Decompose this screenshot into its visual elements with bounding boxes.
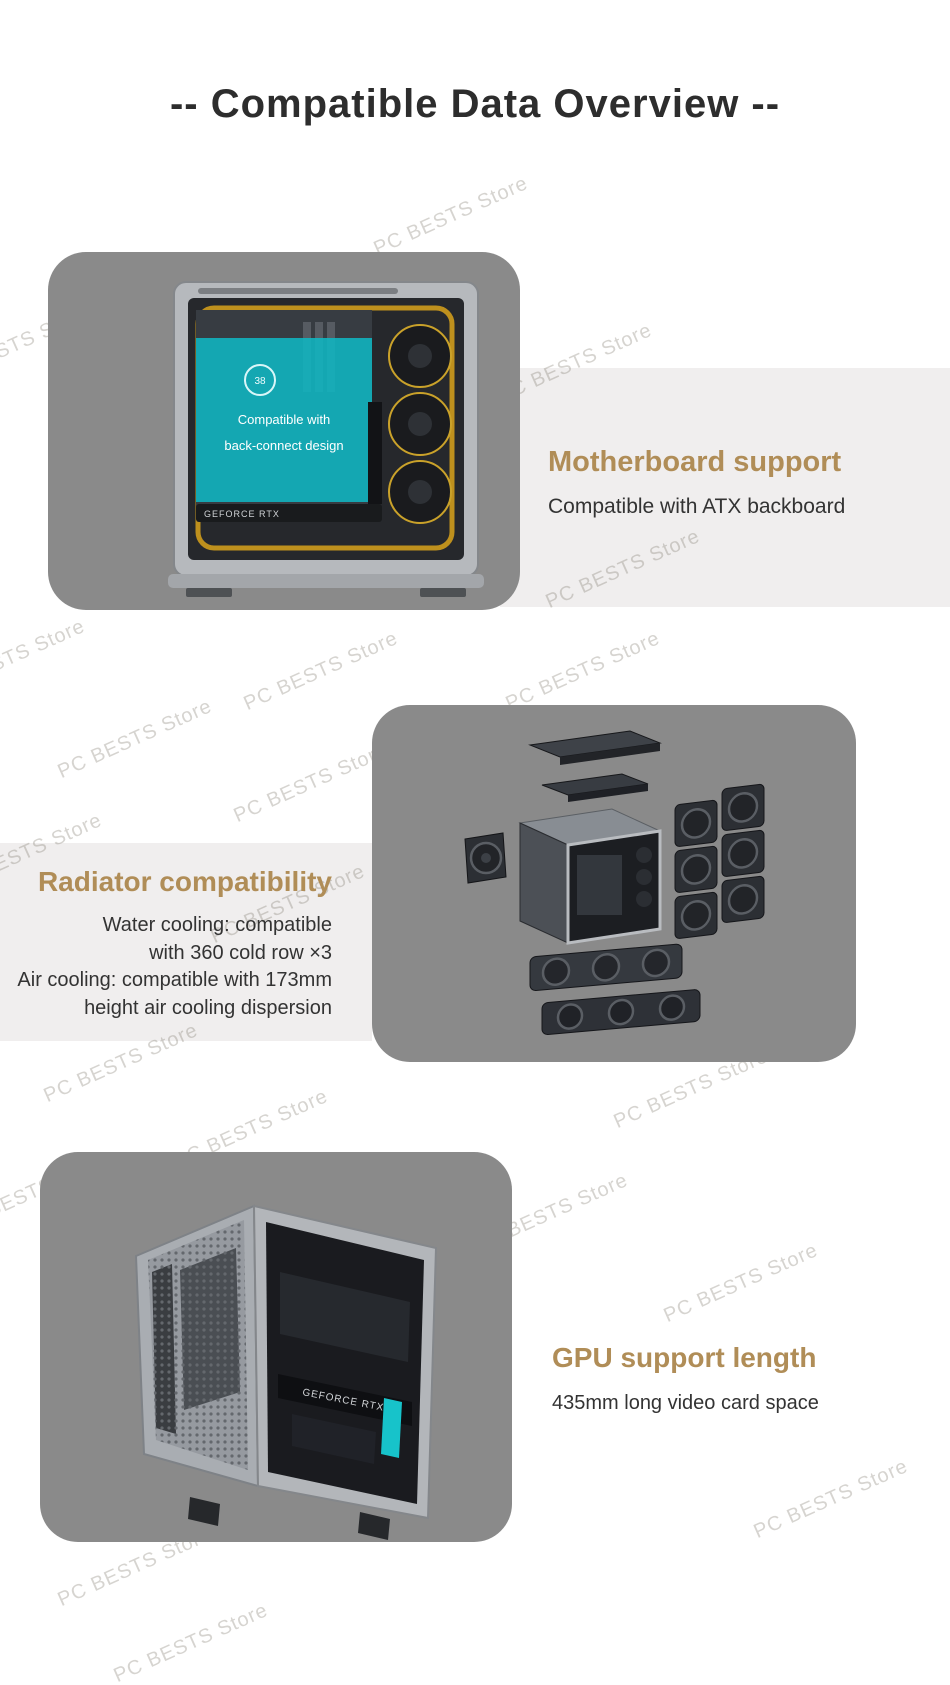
- bottom-radiator-near: [529, 943, 683, 991]
- radiator-body: Water cooling: compatible with 360 cold …: [0, 912, 332, 1022]
- watermark-text: PC BESTS Store: [110, 1599, 272, 1685]
- highlight-band-motherboard: [500, 368, 950, 607]
- overlay-caption-line2: back-connect design: [224, 438, 343, 453]
- gpu-heading: GPU support length: [552, 1342, 817, 1373]
- case-feet: [188, 1497, 390, 1540]
- gpu-copy: GPU support length 435mm long video card…: [552, 1342, 819, 1415]
- temp-gauge-value: 38: [254, 376, 266, 387]
- case-angled-illustration: GEFORCE RTX: [134, 1204, 438, 1540]
- top-radiators: [528, 730, 662, 802]
- watermark-text: PC BESTS Store: [660, 1239, 822, 1327]
- watermark-text: PC BESTS Store: [240, 627, 402, 715]
- case-feet: [186, 588, 466, 597]
- bottom-radiator-far: [541, 989, 701, 1035]
- overlay-caption-line1: Compatible with: [238, 412, 331, 427]
- side-fan: [464, 832, 507, 884]
- motherboard-image-panel: 38 Compatible with back-connect design G…: [48, 252, 520, 610]
- radiator-copy: Radiator compatibility Water cooling: co…: [0, 866, 340, 1022]
- case-body: [518, 808, 662, 945]
- page-title: -- Compatible Data Overview --: [169, 82, 781, 126]
- highlight-band-radiator: [0, 843, 372, 1041]
- motherboard-copy: Motherboard support Compatible with ATX …: [548, 446, 845, 519]
- case-base: [168, 574, 484, 588]
- temp-gauge-ring: [244, 364, 276, 396]
- radiator-line-1: Water cooling: compatible: [102, 914, 332, 936]
- watermark-text: PC BESTS Store: [750, 1455, 912, 1543]
- cable-cover: [368, 402, 382, 504]
- case-glass-front: GEFORCE RTX: [252, 1204, 438, 1520]
- exploded-view-illustration: [464, 730, 765, 1035]
- radiator-line-2: with 360 cold row ×3: [149, 941, 332, 964]
- teal-gpu-bracket: [381, 1398, 402, 1458]
- case-front-illustration: 38 Compatible with back-connect design G…: [168, 281, 484, 597]
- radiator-heading: Radiator compatibility: [37, 866, 332, 897]
- radiator-line-4: height air cooling dispersion: [84, 996, 332, 1019]
- watermark-text: PC BESTS Store: [230, 739, 392, 827]
- teal-overlay: [196, 338, 372, 502]
- watermark-text: PC BESTS Store: [502, 627, 664, 715]
- case-side-panel: [134, 1204, 260, 1488]
- gpu-card: [196, 504, 382, 522]
- gpu-label: GEFORCE RTX: [204, 509, 280, 519]
- motherboard-heading: Motherboard support: [548, 446, 842, 478]
- right-fan-column-near: [674, 799, 718, 939]
- gpu-image-panel: GEFORCE RTX: [40, 1152, 512, 1542]
- watermark-text: PC BESTS Store: [0, 615, 89, 703]
- radiator-image-panel: [372, 705, 856, 1062]
- watermark-text: PC BESTS Store: [370, 172, 532, 260]
- watermark-text: PC BESTS Store: [54, 695, 216, 783]
- right-fan-column-far: [721, 783, 765, 923]
- radiator-line-3: Air cooling: compatible with 173mm: [17, 969, 332, 991]
- motherboard-body: Compatible with ATX backboard: [548, 495, 846, 518]
- gpu-body: 435mm long video card space: [552, 1392, 819, 1414]
- case-fans: [388, 324, 452, 524]
- case-top-vent: [198, 288, 398, 294]
